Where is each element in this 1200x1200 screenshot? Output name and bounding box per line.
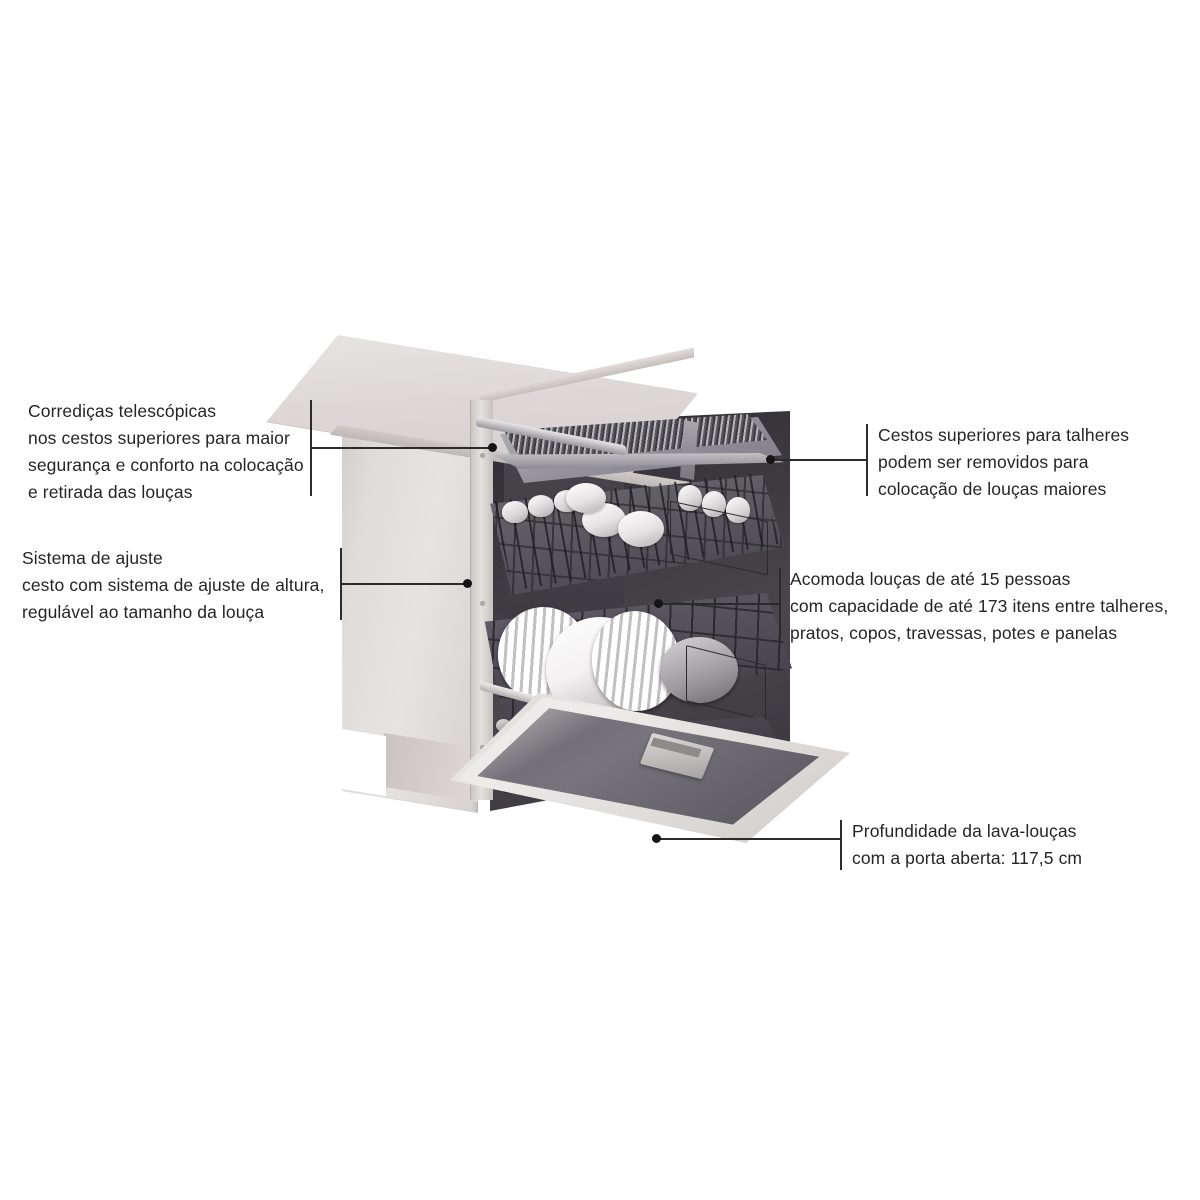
callout-height-adjust: Sistema de ajuste cesto com sistema de a…	[22, 545, 324, 626]
callout-anchor-dot	[488, 443, 497, 452]
callout-leader-line	[310, 447, 492, 449]
callout-line: Sistema de ajuste	[22, 548, 163, 568]
callout-line: com a porta aberta: 117,5 cm	[852, 848, 1083, 869]
callout-leader-line	[340, 583, 468, 585]
bowl	[618, 511, 664, 547]
glass	[678, 485, 702, 511]
callout-line: Acomoda louças de até 15 pessoas	[790, 569, 1071, 589]
callout-line: podem ser removidos para	[878, 452, 1089, 473]
callout-leader-line	[660, 603, 780, 605]
frame-screw-icon	[480, 453, 485, 458]
callout-anchor-dot	[463, 579, 472, 588]
callout-line: cesto com sistema de ajuste de altura,	[22, 575, 325, 596]
callout-line: e retirada das louças	[28, 482, 193, 503]
glass	[702, 491, 726, 517]
callout-leader-line	[772, 459, 867, 461]
callout-anchor-dot	[654, 599, 663, 608]
cabinet-front-frame	[470, 400, 493, 800]
callout-line: Corrediças telescópicas	[28, 401, 217, 421]
callout-line: segurança e conforto na colocação	[28, 455, 304, 476]
callout-telescopic-rails: Corrediças telescópicas nos cestos super…	[28, 398, 304, 507]
glass	[726, 497, 750, 523]
callout-removable-cutlery-baskets: Cestos superiores para talheres podem se…	[878, 422, 1129, 503]
callout-line: pratos, copos, travessas, potes e panela…	[790, 623, 1118, 644]
cup	[502, 501, 528, 523]
callout-leader-line	[659, 838, 841, 840]
callout-line: Profundidade da lava-louças	[852, 821, 1077, 841]
callout-capacity: Acomoda louças de até 15 pessoas com cap…	[790, 566, 1168, 647]
callout-bracket	[840, 820, 842, 870]
bowl	[566, 483, 606, 513]
pot	[660, 637, 738, 703]
callout-line: colocação de louças maiores	[878, 479, 1107, 500]
callout-anchor-dot	[652, 834, 661, 843]
frame-screw-icon	[480, 601, 485, 606]
cabinet-base-notch	[342, 729, 386, 797]
callout-line: nos cestos superiores para maior	[28, 428, 290, 449]
callout-open-door-depth: Profundidade da lava-louças com a porta …	[852, 818, 1082, 872]
callout-line: Cestos superiores para talheres	[878, 425, 1130, 445]
callout-line: com capacidade de até 173 itens entre ta…	[790, 596, 1169, 617]
cup	[528, 495, 554, 517]
callout-anchor-dot	[766, 455, 775, 464]
callout-line: regulável ao tamanho da louça	[22, 602, 265, 623]
